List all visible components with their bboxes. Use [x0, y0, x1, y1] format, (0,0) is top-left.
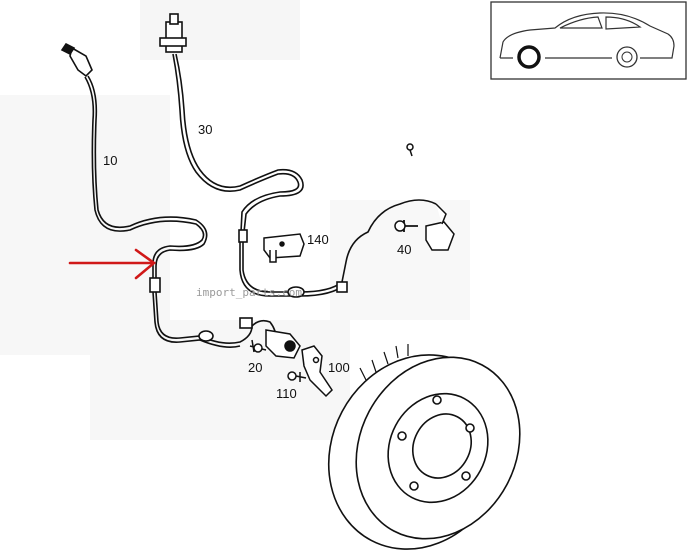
sensor-20	[249, 329, 301, 359]
vehicle-inset	[490, 1, 687, 80]
label-part-110: 110	[276, 386, 297, 401]
front-wheel-highlight	[517, 45, 541, 69]
bolt-110	[287, 371, 307, 382]
label-part-20: 20	[248, 360, 262, 375]
arrow-right-icon	[68, 248, 157, 280]
harness-right	[238, 199, 437, 298]
bracket-140	[263, 233, 305, 263]
watermark: import_parts.com	[196, 286, 302, 299]
label-part-140: 140	[307, 232, 329, 247]
sensor-30	[159, 13, 304, 233]
label-part-10: 10	[103, 153, 117, 168]
sensor-40	[394, 143, 455, 251]
brake-disc	[327, 344, 521, 550]
harness-lower	[149, 277, 278, 348]
rear-wheel	[616, 46, 638, 68]
label-part-30: 30	[198, 122, 212, 137]
label-part-40: 40	[397, 242, 411, 257]
sensor-10	[60, 42, 208, 278]
label-part-100: 100	[328, 360, 350, 375]
car-side-icon	[499, 12, 675, 59]
bracket-100	[301, 345, 333, 398]
